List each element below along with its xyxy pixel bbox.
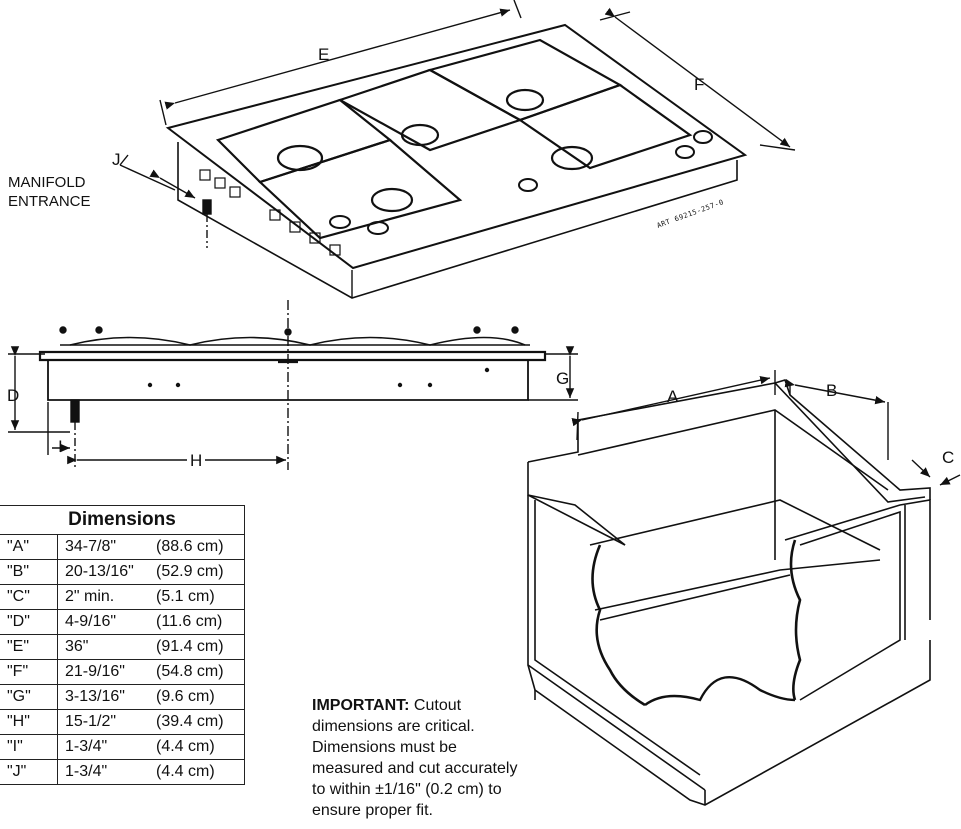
table-cell-key: "D" (0, 609, 58, 635)
table-cell-metric: (9.6 cm) (153, 684, 245, 710)
label-g: G (556, 369, 570, 388)
table-cell-metric: (54.8 cm) (153, 659, 245, 685)
table-row: "F"21-9/16"(54.8 cm) (0, 659, 245, 685)
table-cell-key: "A" (0, 534, 58, 560)
label-a: A (667, 387, 679, 406)
table-cell-key: "B" (0, 559, 58, 585)
cooktop-isometric-view (165, 23, 748, 299)
table-cell-key: "J" (0, 759, 58, 785)
table-cell-imperial: 20-13/16" (57, 559, 153, 585)
label-i: I (58, 437, 63, 456)
table-row: "C"2" min.(5.1 cm) (0, 584, 245, 610)
dimension-d-line (8, 346, 70, 433)
manifold-entrance-label: MANIFOLD ENTRANCE (8, 174, 91, 210)
table-cell-imperial: 34-7/8" (57, 534, 153, 560)
table-cell-metric: (39.4 cm) (153, 709, 245, 735)
table-cell-key: "H" (0, 709, 58, 735)
table-row: "A"34-7/8"(88.6 cm) (0, 534, 245, 560)
dimension-i-line (47, 402, 70, 455)
table-cell-metric: (4.4 cm) (153, 734, 245, 760)
label-c: C (942, 448, 955, 467)
table-row: "H"15-1/2"(39.4 cm) (0, 709, 245, 735)
table-cell-key: "G" (0, 684, 58, 710)
label-e: E (318, 45, 330, 64)
table-cell-key: "C" (0, 584, 58, 610)
dimension-e-line (159, 0, 522, 126)
important-heading: IMPORTANT: (312, 697, 410, 714)
table-cell-imperial: 3-13/16" (57, 684, 153, 710)
table-cell-key: "F" (0, 659, 58, 685)
table-cell-metric: (11.6 cm) (153, 609, 245, 635)
dimension-a-line (571, 370, 776, 441)
table-cell-key: "E" (0, 634, 58, 660)
table-cell-imperial: 36" (57, 634, 153, 660)
dimension-c-line (911, 459, 961, 486)
table-cell-key: "I" (0, 734, 58, 760)
table-cell-imperial: 1-3/4" (57, 734, 153, 760)
label-f: F (694, 75, 705, 94)
table-cell-imperial: 4-9/16" (57, 609, 153, 635)
table-cell-metric: (4.4 cm) (153, 759, 245, 785)
table-cell-metric: (88.6 cm) (153, 534, 245, 560)
table-row: "J"1-3/4"(4.4 cm) (0, 759, 245, 785)
label-b: B (826, 381, 838, 400)
table-cell-imperial: 1-3/4" (57, 759, 153, 785)
cooktop-side-view (38, 300, 547, 470)
dimension-g-line (528, 346, 578, 401)
table-row: "E"36"(91.4 cm) (0, 634, 245, 660)
table-cell-imperial: 2" min. (57, 584, 153, 610)
table-title: Dimensions (0, 505, 245, 535)
table-row: "B"20-13/16"(52.9 cm) (0, 559, 245, 585)
table-cell-imperial: 15-1/2" (57, 709, 153, 735)
label-j: J (112, 150, 121, 169)
table-cell-metric: (5.1 cm) (153, 584, 245, 610)
dimension-b-line (784, 379, 889, 460)
table-row: "D"4-9/16"(11.6 cm) (0, 609, 245, 635)
table-cell-metric: (52.9 cm) (153, 559, 245, 585)
table-row: "I"1-3/4"(4.4 cm) (0, 734, 245, 760)
dimension-f-line (599, 7, 796, 151)
important-note: IMPORTANT: Cutout dimensions are critica… (312, 695, 532, 821)
cabinet-cutout-view (527, 379, 931, 806)
important-text: Cutout dimensions are critical. Dimensio… (312, 697, 518, 819)
table-row: "G"3-13/16"(9.6 cm) (0, 684, 245, 710)
label-h: H (187, 452, 206, 469)
label-d: D (7, 386, 20, 405)
table-cell-metric: (91.4 cm) (153, 634, 245, 660)
table-cell-imperial: 21-9/16" (57, 659, 153, 685)
dimension-j-line (119, 154, 196, 199)
dimensions-table: Dimensions "A"34-7/8"(88.6 cm)"B"20-13/1… (0, 505, 245, 785)
